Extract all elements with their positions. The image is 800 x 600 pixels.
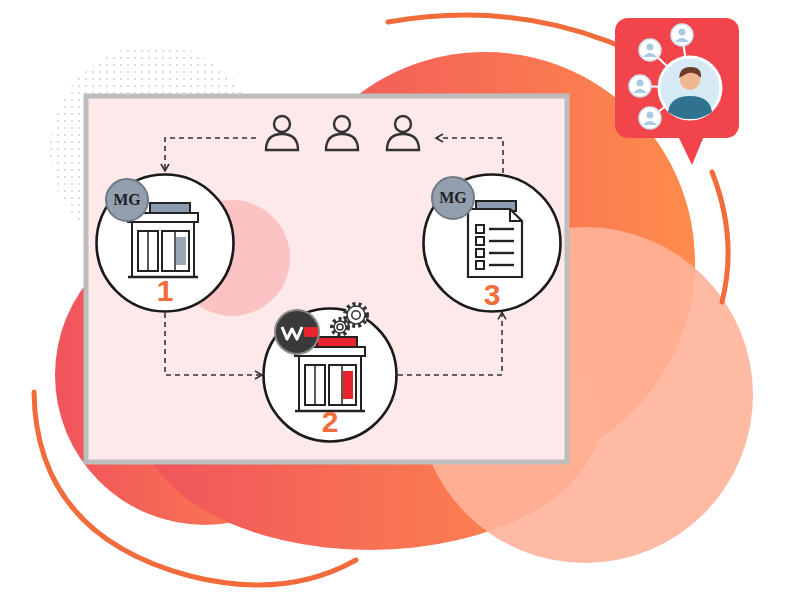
network-icon <box>615 18 739 165</box>
user-flow-lines <box>165 138 503 173</box>
panel <box>86 96 567 462</box>
step-circle: 2 <box>262 307 398 443</box>
brand-badge: MG <box>431 176 475 220</box>
brand-badge: MG <box>105 178 149 222</box>
user-icons <box>266 116 419 150</box>
step-number: 1 <box>95 275 235 307</box>
orange-blob <box>55 52 753 563</box>
flow-connector <box>165 313 262 375</box>
flow-connector <box>398 312 502 375</box>
step-number: 3 <box>422 279 562 311</box>
step-number: 2 <box>262 406 398 438</box>
